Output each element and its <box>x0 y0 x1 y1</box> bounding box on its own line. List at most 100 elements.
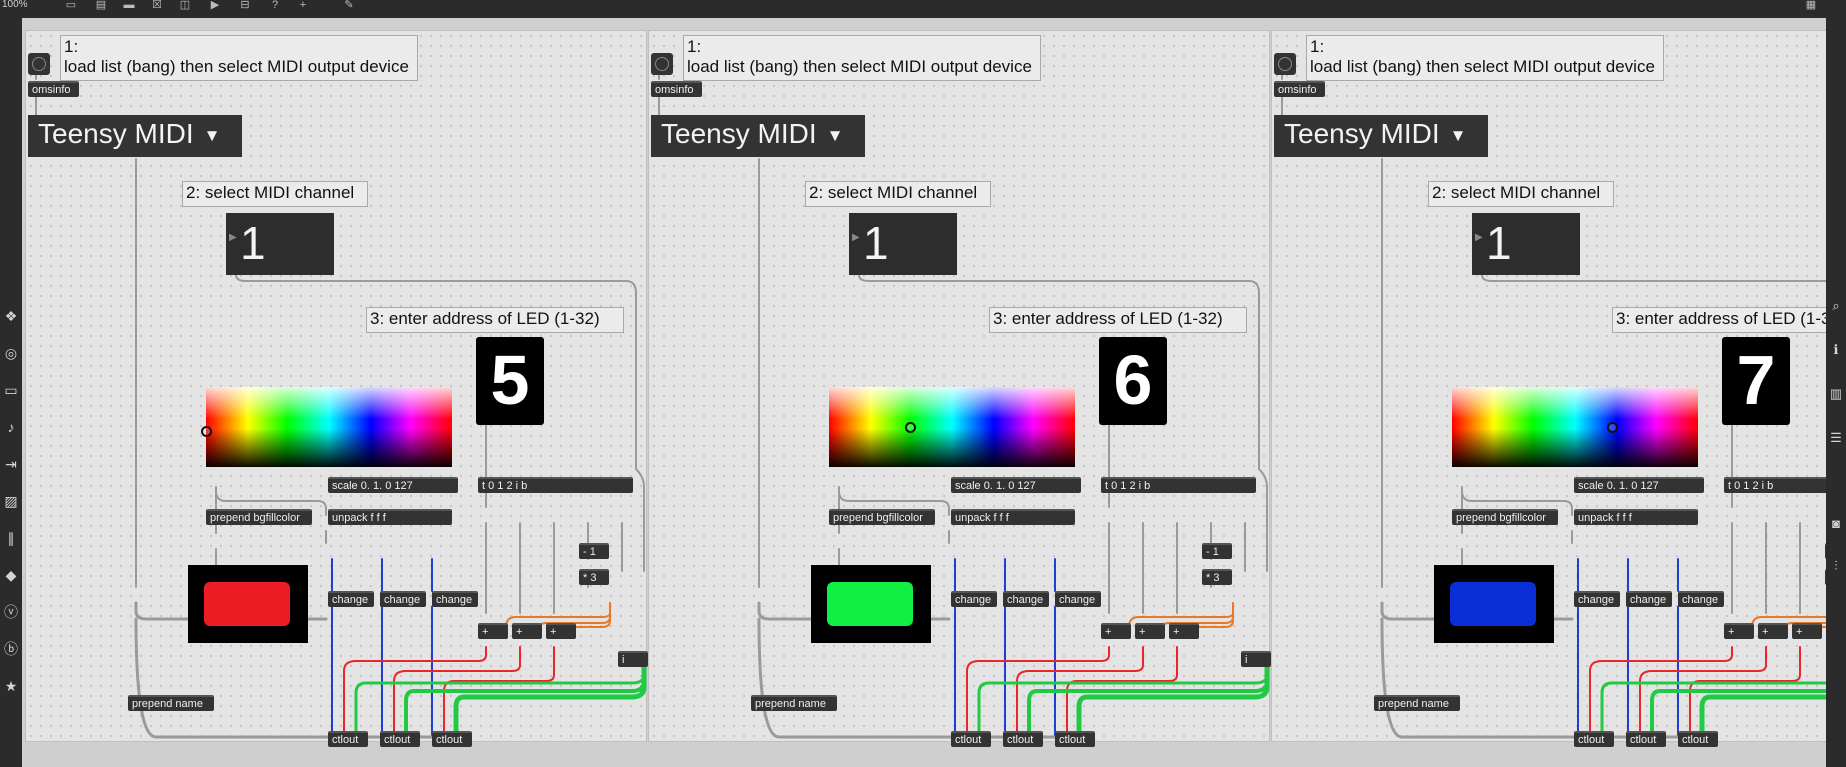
plus-object-3[interactable]: + <box>546 623 576 639</box>
change-object-blue[interactable]: change <box>1055 591 1101 607</box>
objects-icon[interactable]: ❖ <box>4 308 18 324</box>
record-icon[interactable]: ◎ <box>4 345 18 361</box>
ctlout-object-blue[interactable]: ctlout <box>1055 731 1095 747</box>
split-icon[interactable]: ⊟ <box>240 0 250 11</box>
patcher-icon[interactable]: ▤ <box>95 0 107 11</box>
picker-cursor[interactable] <box>201 426 212 437</box>
times-object[interactable]: * 3 <box>1202 569 1232 585</box>
midi-channel-number[interactable]: ▶1 <box>849 213 957 275</box>
columns-icon[interactable]: ▥ <box>1829 386 1843 401</box>
unpack-object[interactable]: unpack f f f <box>951 509 1075 525</box>
picker-cursor[interactable] <box>1607 422 1618 433</box>
change-object-red[interactable]: change <box>328 591 374 607</box>
change-object-red[interactable]: change <box>951 591 997 607</box>
color-picker-swatch[interactable] <box>1452 387 1698 467</box>
change-object-blue[interactable]: change <box>1678 591 1724 607</box>
camera-icon[interactable]: ◙ <box>1832 516 1840 531</box>
change-object-green[interactable]: change <box>1003 591 1049 607</box>
prepend-name-object[interactable]: prepend name <box>128 695 214 711</box>
delete-icon[interactable]: ☒ <box>152 0 162 11</box>
midi-device-menu[interactable]: Teensy MIDI▼ <box>28 115 242 157</box>
int-object[interactable]: i <box>1241 651 1271 667</box>
v-icon[interactable]: ⓥ <box>4 604 18 620</box>
led-color-preview[interactable] <box>188 565 308 643</box>
plus-object-2[interactable]: + <box>1135 623 1165 639</box>
b-icon[interactable]: ⓑ <box>4 641 18 657</box>
picker-cursor[interactable] <box>905 422 916 433</box>
zoom-level[interactable]: 100% <box>2 0 28 10</box>
led-color-preview[interactable] <box>1434 565 1554 643</box>
scale-object[interactable]: scale 0. 1. 0 127 <box>328 477 458 493</box>
minus-object[interactable]: - 1 <box>1202 543 1232 559</box>
color-picker-swatch[interactable] <box>829 387 1075 467</box>
led-address-number[interactable]: 7 <box>1722 337 1790 425</box>
ctlout-object-green[interactable]: ctlout <box>1626 731 1666 747</box>
trigger-object[interactable]: t 0 1 2 i b <box>478 477 633 493</box>
grid-icon[interactable]: ▦ <box>1805 0 1817 11</box>
times-object[interactable]: * 3 <box>1825 569 1826 585</box>
minus-object[interactable]: - 1 <box>579 543 609 559</box>
plus-object-1[interactable]: + <box>478 623 508 639</box>
info-icon[interactable]: ℹ <box>1833 342 1839 357</box>
change-object-green[interactable]: change <box>380 591 426 607</box>
minus-object[interactable]: - 1 <box>1825 543 1826 559</box>
plus-object-2[interactable]: + <box>512 623 542 639</box>
patcher-canvas[interactable]: 1: load list (bang) then select MIDI out… <box>22 18 1826 767</box>
plus-object-3[interactable]: + <box>1169 623 1199 639</box>
omsinfo-object[interactable]: omsinfo <box>651 81 702 97</box>
plus-object-1[interactable]: + <box>1101 623 1131 639</box>
sliders-icon[interactable]: ⫶ <box>1834 558 1838 573</box>
change-object-green[interactable]: change <box>1626 591 1672 607</box>
ctlout-object-red[interactable]: ctlout <box>1574 731 1614 747</box>
midi-channel-number[interactable]: ▶1 <box>226 213 334 275</box>
comment-icon[interactable]: ▬ <box>123 0 135 11</box>
led-address-number[interactable]: 5 <box>476 337 544 425</box>
lock-icon[interactable]: ◫ <box>179 0 191 11</box>
prepend-name-object[interactable]: prepend name <box>751 695 837 711</box>
forward-icon[interactable]: ⇥ <box>5 456 17 472</box>
prepend-bgfillcolor-object[interactable]: prepend bgfillcolor <box>1452 509 1558 525</box>
play-icon[interactable]: ▶ <box>210 0 220 11</box>
prepend-bgfillcolor-object[interactable]: prepend bgfillcolor <box>829 509 935 525</box>
ctlout-object-green[interactable]: ctlout <box>380 731 420 747</box>
bang-button[interactable] <box>28 53 50 75</box>
media-icon[interactable]: ▭ <box>4 382 18 398</box>
scale-object[interactable]: scale 0. 1. 0 127 <box>951 477 1081 493</box>
plus-object-3[interactable]: + <box>1792 623 1822 639</box>
midi-device-menu[interactable]: Teensy MIDI▼ <box>1274 115 1488 157</box>
ctlout-object-green[interactable]: ctlout <box>1003 731 1043 747</box>
add-icon[interactable]: + <box>299 0 307 11</box>
ctlout-object-blue[interactable]: ctlout <box>1678 731 1718 747</box>
plus-object-2[interactable]: + <box>1758 623 1788 639</box>
unpack-object[interactable]: unpack f f f <box>1574 509 1698 525</box>
scale-object[interactable]: scale 0. 1. 0 127 <box>1574 477 1704 493</box>
change-object-red[interactable]: change <box>1574 591 1620 607</box>
debug-icon[interactable]: ✎ <box>344 0 354 11</box>
help-icon[interactable]: ? <box>271 0 279 11</box>
plug-icon[interactable]: ◆ <box>5 567 17 583</box>
unpack-object[interactable]: unpack f f f <box>328 509 452 525</box>
plus-object-1[interactable]: + <box>1724 623 1754 639</box>
bang-button[interactable] <box>651 53 673 75</box>
trigger-object[interactable]: t 0 1 2 i b <box>1724 477 1826 493</box>
ctlout-object-red[interactable]: ctlout <box>328 731 368 747</box>
led-color-preview[interactable] <box>811 565 931 643</box>
ctlout-object-blue[interactable]: ctlout <box>432 731 472 747</box>
prepend-name-object[interactable]: prepend name <box>1374 695 1460 711</box>
music-icon[interactable]: ♪ <box>7 419 15 435</box>
search-icon[interactable]: ⌕ <box>1832 298 1840 313</box>
led-address-number[interactable]: 6 <box>1099 337 1167 425</box>
omsinfo-object[interactable]: omsinfo <box>28 81 79 97</box>
star-icon[interactable]: ★ <box>4 678 18 694</box>
color-picker-swatch[interactable] <box>201 387 452 467</box>
list-icon[interactable]: ☰ <box>1830 430 1842 445</box>
change-object-blue[interactable]: change <box>432 591 478 607</box>
midi-channel-number[interactable]: ▶1 <box>1472 213 1580 275</box>
image-icon[interactable]: ▨ <box>4 493 18 509</box>
omsinfo-object[interactable]: omsinfo <box>1274 81 1325 97</box>
bang-button[interactable] <box>1274 53 1296 75</box>
trigger-object[interactable]: t 0 1 2 i b <box>1101 477 1256 493</box>
prepend-bgfillcolor-object[interactable]: prepend bgfillcolor <box>206 509 312 525</box>
attach-icon[interactable]: ∥ <box>7 530 15 546</box>
times-object[interactable]: * 3 <box>579 569 609 585</box>
